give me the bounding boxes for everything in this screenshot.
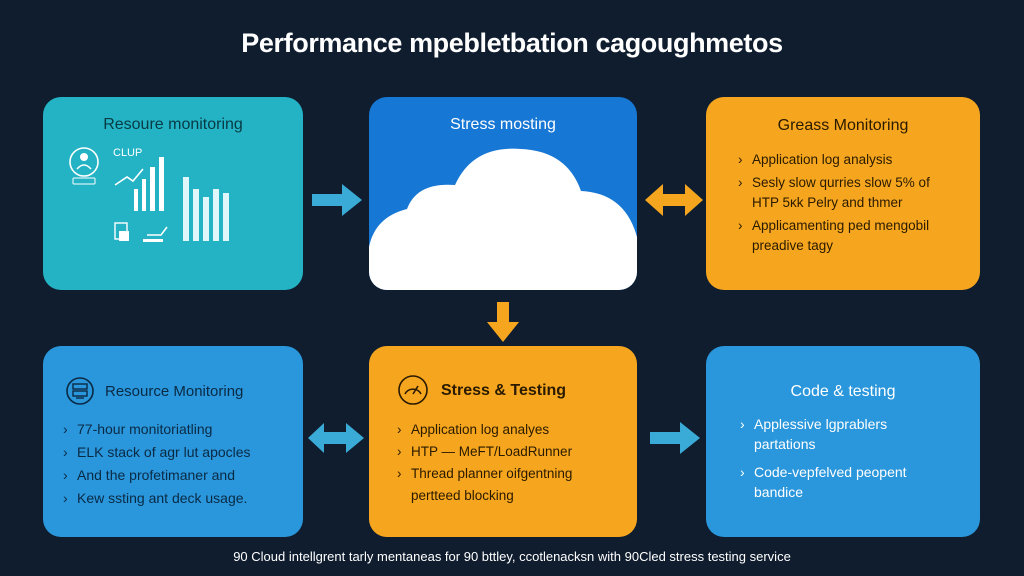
list-item: HTP — MeFT/LoadRunner — [397, 441, 617, 463]
card-heading: Code & testing — [790, 383, 896, 400]
bullet-list: Applessive lgprablers partations Code-ve… — [740, 414, 950, 502]
card-heading: Greass Monitoring — [777, 117, 909, 134]
card-code-testing: Code & testing Applessive lgprablers par… — [706, 346, 980, 537]
document-chart-icon — [114, 222, 129, 241]
bullet-list: 77-hour monitoriatling ELK stack of agr … — [63, 418, 293, 510]
card-grease-monitoring: Greass Monitoring Application log analys… — [706, 97, 980, 290]
list-item: And the profetimaner and — [63, 464, 293, 487]
card-heading: Resoure monitoring — [103, 116, 243, 133]
list-item: Application log analyes — [397, 419, 617, 441]
bar-chart-icon — [134, 157, 229, 241]
trend-line-icon — [114, 168, 144, 186]
card-resource-monitoring-top: Resoure monitoring CLUP — [43, 97, 303, 290]
footer-caption: 90 Cloud intellgrent tarly mentaneas for… — [233, 549, 791, 564]
chart-label: CLUP — [113, 147, 143, 159]
list-item: ELK stack of agr lut apocles — [63, 441, 293, 464]
list-item: Application log analysis — [738, 150, 958, 170]
bullet-list: Application log analysis Sesly slow qurr… — [738, 150, 958, 256]
list-item: Code-vepfelved peopent bandice — [740, 462, 950, 502]
list-item: Thread planner oifgentning pertteed bloc… — [397, 463, 617, 507]
list-item: 77-hour monitoriatling — [63, 418, 293, 441]
card-stress-testing-bottom: Stress & Testing Application log analyes… — [369, 346, 637, 537]
person-gear-icon — [69, 147, 99, 177]
card-stress-testing-top: Stress mosting — [369, 97, 637, 290]
resource-chart-illustration — [69, 147, 229, 242]
arrow-right-icon — [650, 422, 700, 454]
arrow-double-horizontal-icon — [645, 184, 703, 216]
bullet-list: Application log analyes HTP — MeFT/LoadR… — [397, 419, 617, 507]
card-heading: Stress mosting — [450, 116, 556, 133]
card-heading: Stress & Testing — [441, 382, 567, 399]
arrow-right-icon — [312, 184, 362, 216]
list-item: Applessive lgprablers partations — [740, 414, 950, 454]
label-tag-icon — [72, 177, 96, 185]
card-heading: Resource Monitoring — [105, 383, 244, 400]
cloud-icon — [369, 148, 637, 290]
page-title: Performance mpebletbation cagoughmetos — [241, 28, 783, 58]
gauge-icon — [398, 375, 428, 405]
arrow-down-icon — [487, 302, 519, 342]
list-item: Applicamenting ped mengobil preadive tag… — [738, 216, 958, 256]
list-item: Sesly slow qurries slow 5% of HTP 5ĸk Pe… — [738, 173, 958, 213]
arrow-double-horizontal-icon — [308, 423, 364, 453]
server-icon — [66, 377, 94, 405]
list-item: Kew ssting ant deck usage. — [63, 487, 293, 510]
card-resource-monitoring-bottom: Resource Monitoring 77-hour monitoriatli… — [43, 346, 303, 537]
laptop-chart-icon — [143, 226, 168, 242]
